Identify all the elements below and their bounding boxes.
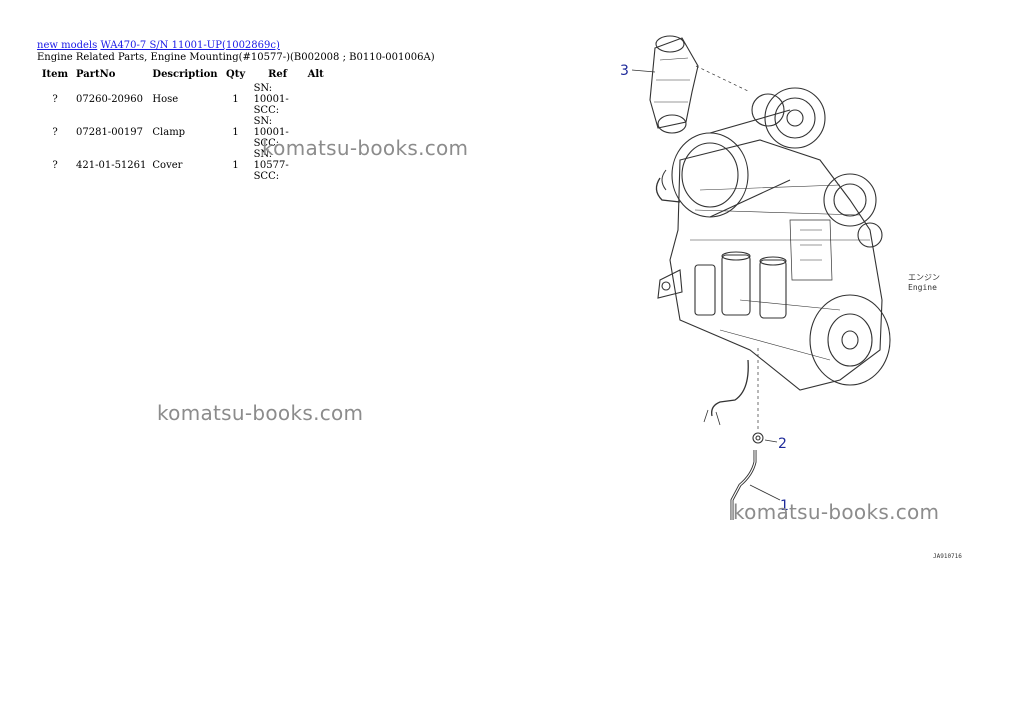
cell-description: Hose [152, 94, 179, 105]
cell-ref: SN: 10001-SCC: [253, 116, 289, 149]
callout-3: 3 [620, 63, 629, 79]
breadcrumb: new models WA470-7 S/N 11001-UP(1002869c… [37, 40, 280, 52]
cell-qty: 1 [232, 160, 239, 171]
cell-item: ? [52, 94, 58, 105]
cell-ref: SN: 10577-SCC: [253, 149, 289, 182]
cell-ref: SN: 10001-SCC: [253, 83, 289, 116]
figure-code: JA910716 [933, 553, 962, 560]
header-item: Item [41, 68, 69, 80]
watermark: komatsu-books.com [262, 136, 469, 160]
cell-description: Cover [152, 160, 183, 171]
page-subtitle: Engine Related Parts, Engine Mounting(#1… [37, 52, 435, 63]
cell-qty: 1 [232, 94, 239, 105]
cell-alt [305, 83, 331, 116]
cell-partno: 07281-00197 [76, 127, 144, 138]
engine-label-jp: エンジン [908, 273, 940, 282]
engine-block [655, 87, 891, 391]
watermark: komatsu-books.com [733, 500, 940, 524]
table-row: ? 07281-00197 Clamp 1 SN: 10001-SCC: [37, 116, 331, 149]
header-partno: PartNo [76, 68, 116, 80]
cell-item: ? [52, 160, 58, 171]
cell-item: ? [52, 127, 58, 138]
engine-parts-diagram: 3 2 1 エンジン Engine JA910716 [620, 35, 962, 560]
table-row: ? 07260-20960 Hose 1 SN: 10001-SCC: [37, 83, 331, 116]
cell-description: Clamp [152, 127, 186, 138]
header-description: Description [152, 68, 218, 80]
clamp-part [752, 432, 764, 444]
table-header-row: Item PartNo Description Qty Ref Alt [37, 65, 331, 83]
cell-partno: 07260-20960 [76, 94, 144, 105]
header-alt: Alt [307, 68, 324, 80]
cell-qty: 1 [232, 127, 239, 138]
parts-table: Item PartNo Description Qty Ref Alt ? 07… [37, 65, 331, 183]
cell-partno: 421-01-51261 [76, 160, 147, 171]
table-row: ? 421-01-51261 Cover 1 SN: 10577-SCC: [37, 149, 331, 182]
engine-label-en: Engine [908, 283, 937, 292]
breadcrumb-link-model[interactable]: WA470-7 S/N 11001-UP(1002869c) [100, 40, 280, 51]
pipe-elbow-part [649, 35, 751, 134]
wire-harness [711, 359, 749, 417]
callout-2: 2 [778, 436, 787, 452]
watermark: komatsu-books.com [157, 401, 364, 425]
header-qty: Qty [225, 68, 246, 80]
header-ref: Ref [268, 68, 288, 80]
callout-1: 1 [780, 498, 789, 514]
breadcrumb-link-new-models[interactable]: new models [37, 40, 98, 51]
